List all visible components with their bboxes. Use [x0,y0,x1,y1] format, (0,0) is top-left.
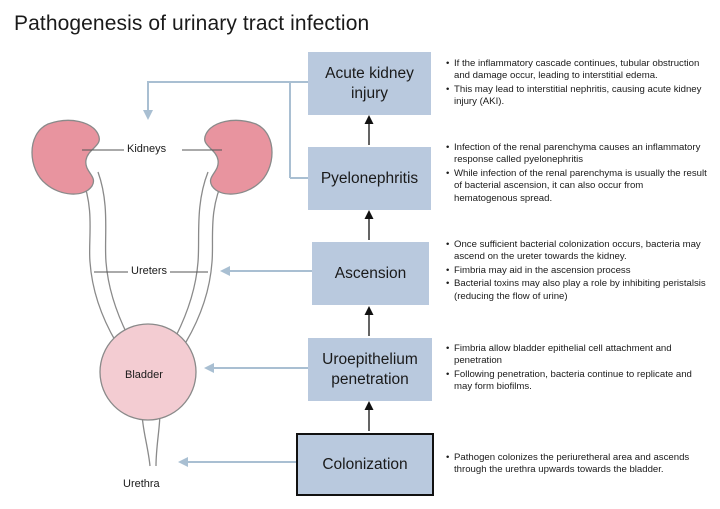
note-item: Infection of the renal parenchyma causes… [446,142,708,167]
stage-pyelonephritis: Pyelonephritis [308,147,431,210]
notes-ascension: Once sufficient bacterial colonization o… [446,239,708,304]
note-item: This may lead to interstitial nephritis,… [446,84,708,109]
stage-label: Uroepithelium penetration [322,350,418,388]
ureters-label: Ureters [128,265,171,277]
note-item: Bacterial toxins may also play a role by… [446,278,708,303]
notes-acute-kidney-injury: If the inflammatory cascade continues, t… [446,58,708,110]
notes-pyelonephritis: Infection of the renal parenchyma causes… [446,142,708,206]
left-ureter [81,171,129,343]
diagram-title: Pathogenesis of urinary tract infection [14,12,370,35]
stage-uroepithelium-penetration: Uroepithelium penetration [308,338,432,401]
urethra-label: Urethra [120,478,163,490]
note-item: Fimbria allow bladder epithelial cell at… [446,343,708,368]
note-item: Once sufficient bacterial colonization o… [446,239,708,264]
notes-uroepithelium-penetration: Fimbria allow bladder epithelial cell at… [446,343,708,395]
note-item: Following penetration, bacteria continue… [446,369,708,394]
stage-ascension: Ascension [312,242,429,305]
stage-label: Ascension [334,264,407,282]
kidneys-label: Kidneys [124,143,170,155]
stage-acute-kidney-injury: Acute kidney injury [308,52,431,115]
right-ureter [175,171,225,343]
stage-label: Acute kidney injury [325,64,414,102]
stage-label: Colonization [322,455,408,473]
bladder-label: Bladder [125,369,163,381]
note-item: If the inflammatory cascade continues, t… [446,58,708,83]
note-item: Pathogen colonizes the periuretheral are… [446,452,708,477]
left-kidney [31,119,100,195]
note-item: While infection of the renal parenchyma … [446,168,708,205]
stage-label: Pyelonephritis [320,169,419,187]
stage-colonization: Colonization [296,433,434,496]
notes-colonization: Pathogen colonizes the periuretheral are… [446,452,708,478]
bladder [99,323,197,421]
label-leaders [82,149,222,273]
note-item: Fimbria may aid in the ascension process [446,265,708,278]
right-kidney [204,119,273,195]
kidney-feedback-arrow [143,81,308,179]
